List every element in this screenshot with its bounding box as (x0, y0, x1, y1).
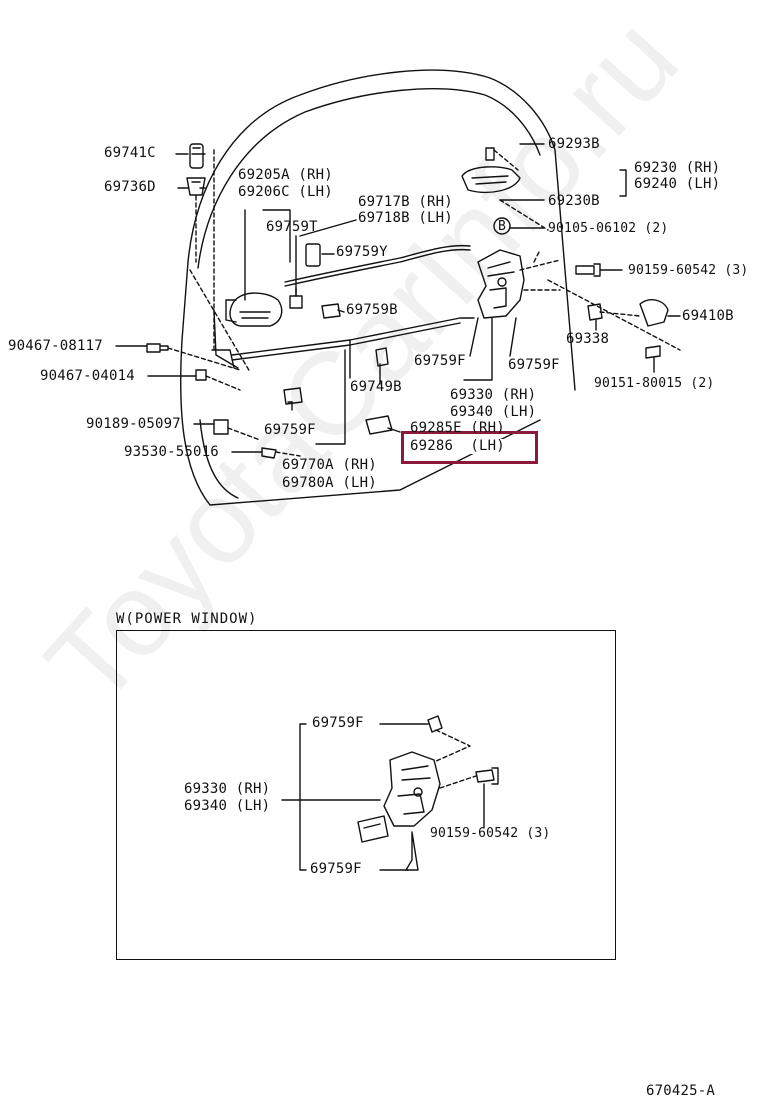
label-69338: 69338 (566, 331, 610, 347)
pw-clip-top-shape (427, 715, 443, 733)
plate-69286-shape (365, 415, 393, 435)
label-90151-80015: 90151-80015 (2) (594, 376, 715, 391)
inside-handle-shape (225, 292, 283, 327)
label-90105-06102: 90105-06102 (2) (548, 221, 669, 236)
label-69205A: 69205A (RH) (238, 167, 333, 183)
leader-lines-top (115, 143, 681, 453)
door-frame-inner (197, 88, 541, 269)
label-69240: 69240 (LH) (634, 176, 721, 192)
label-69410B: 69410B (682, 308, 734, 324)
label-69286: 69286 (LH) (410, 438, 505, 454)
bolt-90151-80015-shape (645, 345, 661, 359)
label-69736D: 69736D (104, 179, 156, 195)
door-lock-assembly-shape (477, 249, 525, 319)
label-90467-04014: 90467-04014 (40, 368, 135, 384)
door-lower-edge (179, 261, 541, 506)
label-69741C: 69741C (104, 145, 156, 161)
clip-69759B-shape (321, 303, 341, 319)
power-window-section-title: W(POWER WINDOW) (116, 611, 258, 627)
label-90189-05097: 90189-05097 (86, 416, 181, 432)
label-69770A: 69770A (RH) (282, 457, 377, 473)
clip-69759Y-shape (305, 243, 321, 267)
leader-lines-power-window (281, 723, 485, 871)
label-69718B: 69718B (LH) (358, 210, 453, 226)
pw-label-69759F-bot: 69759F (310, 861, 362, 877)
label-69285E: 69285E (RH) (410, 420, 505, 436)
power-window-inset-panel (116, 630, 616, 960)
rod-69770A (231, 317, 475, 356)
figure-id: 670425-A (646, 1083, 716, 1099)
label-69780A: 69780A (LH) (282, 475, 377, 491)
label-69759T: 69759T (266, 219, 318, 235)
rod-69717B (284, 244, 471, 283)
bolt-90159-60542-shape (575, 263, 601, 277)
label-69206C: 69206C (LH) (238, 184, 333, 200)
label-69759F-left: 69759F (264, 422, 316, 438)
part-69410B-shape (639, 299, 669, 327)
pw-label-90159-60542: 90159-60542 (3) (430, 826, 551, 841)
pw-label-69759F-top: 69759F (312, 715, 364, 731)
label-69340-top: 69340 (LH) (450, 404, 537, 420)
label-69330-top: 69330 (RH) (450, 387, 537, 403)
bracket-69749B-shape (375, 347, 389, 367)
label-69749B: 69749B (350, 379, 402, 395)
pw-bolt-shape (475, 767, 499, 785)
clip-69741C-shape (189, 143, 204, 169)
label-69230B: 69230B (548, 193, 600, 209)
callout-B-letter: B (498, 219, 507, 234)
part-69338-shape (587, 303, 603, 321)
pw-label-69340: 69340 (LH) (184, 798, 271, 814)
screw-93530-55016-shape (261, 447, 277, 459)
outside-handle-shape (461, 147, 521, 194)
clip-69759F-lower-shape (283, 387, 303, 411)
clip-69736D-shape (186, 177, 206, 196)
label-69759F-mid2: 69759F (508, 357, 560, 373)
callout-B-circle (493, 217, 511, 235)
pw-latch-assembly-shape (357, 751, 441, 871)
highlight-box-69286 (401, 431, 538, 464)
dashed-guide-lines (189, 149, 251, 373)
label-93530-55016: 93530-55016 (124, 444, 219, 460)
label-69230: 69230 (RH) (634, 160, 721, 176)
label-69293B: 69293B (548, 136, 600, 152)
bolt-90467-04014-shape (195, 369, 207, 381)
label-69759Y: 69759Y (336, 244, 388, 260)
label-90159-60542-top: 90159-60542 (3) (628, 263, 749, 278)
door-frame-outline (187, 69, 576, 391)
clip-90189-05097-shape (213, 419, 229, 435)
label-69717B: 69717B (RH) (358, 194, 453, 210)
label-90467-08117: 90467-08117 (8, 338, 103, 354)
label-69759B: 69759B (346, 302, 398, 318)
pw-label-69330: 69330 (RH) (184, 781, 271, 797)
label-69759F-mid1: 69759F (414, 353, 466, 369)
bolt-90467-08117-shape (146, 343, 169, 353)
